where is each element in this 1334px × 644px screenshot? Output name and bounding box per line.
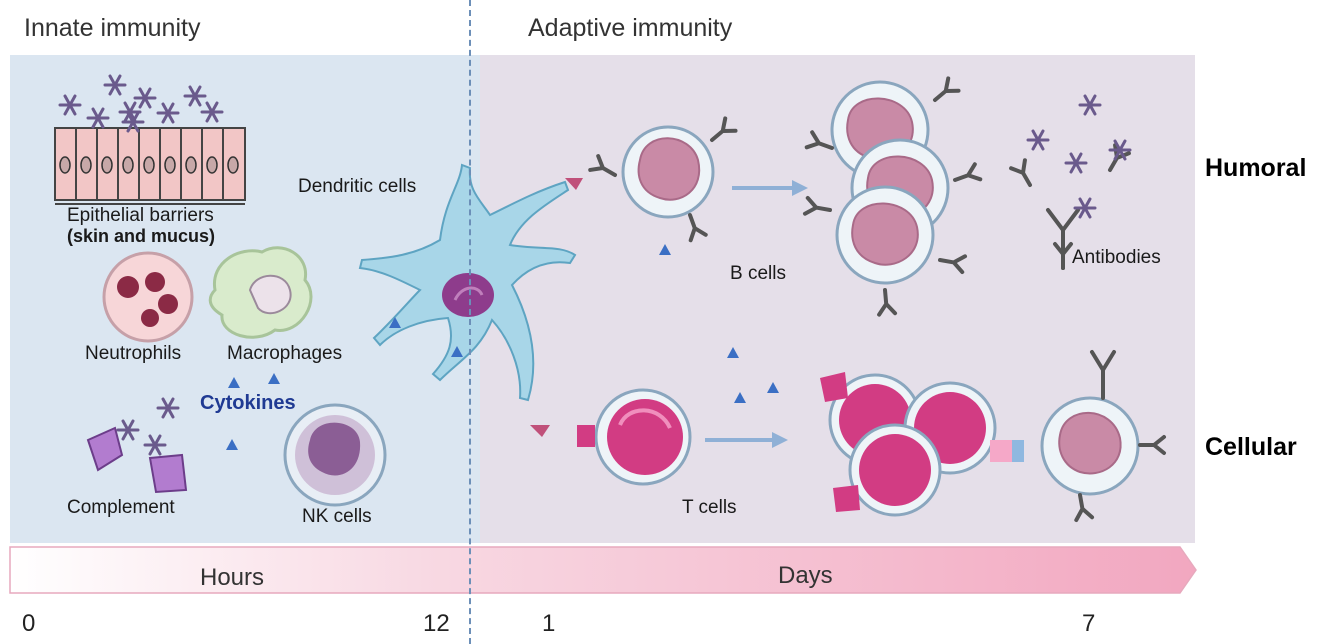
t-cell-cluster: [820, 372, 1024, 517]
macrophage-cell: [208, 246, 313, 339]
nk-cell: [283, 403, 387, 507]
nk-cells-label: NK cells: [302, 506, 372, 527]
epithelial-label: Epithelial barriers: [67, 205, 214, 226]
b-cell: [588, 116, 738, 243]
innate-header: Innate immunity: [24, 14, 201, 42]
antibodies-label: Antibodies: [1072, 247, 1161, 268]
t-arrow-head: [772, 432, 788, 448]
timeline-bar: [9, 546, 1197, 594]
neutrophil-cell: [102, 251, 194, 343]
phase-divider: [469, 0, 471, 644]
hours-label: Hours: [200, 564, 265, 591]
tick-7: 7: [1082, 610, 1096, 637]
b-cells-label: B cells: [730, 263, 786, 284]
days-label: Days: [778, 562, 833, 589]
epithelial-barrier: [54, 127, 246, 205]
dendritic-label: Dendritic cells: [298, 176, 417, 197]
antigen-tip-b: [565, 178, 583, 190]
dendritic-cell: [358, 163, 577, 402]
tick-12: 12: [423, 610, 450, 637]
neutrophils-label: Neutrophils: [85, 343, 182, 364]
cytokines-label: Cytokines: [200, 392, 296, 414]
complement-proteins: [86, 397, 188, 494]
t-cells-label: T cells: [682, 497, 737, 518]
pathogen-stars: [58, 74, 224, 133]
complement-label: Complement: [67, 497, 175, 518]
t-cell: [577, 388, 692, 486]
tick-0: 0: [22, 610, 36, 637]
antibodies-group: [1009, 94, 1132, 270]
humoral-label: Humoral: [1205, 154, 1307, 182]
cellular-label: Cellular: [1205, 433, 1297, 461]
epithelial-sublabel: (skin and mucus): [67, 226, 216, 246]
adaptive-header: Adaptive immunity: [528, 14, 733, 42]
macrophages-label: Macrophages: [227, 343, 343, 364]
antigen-tip-t: [530, 425, 550, 437]
target-cell: [1040, 350, 1166, 523]
b-cell-cluster: [802, 76, 983, 317]
b-arrow-head: [792, 180, 808, 196]
tick-1: 1: [542, 610, 556, 637]
